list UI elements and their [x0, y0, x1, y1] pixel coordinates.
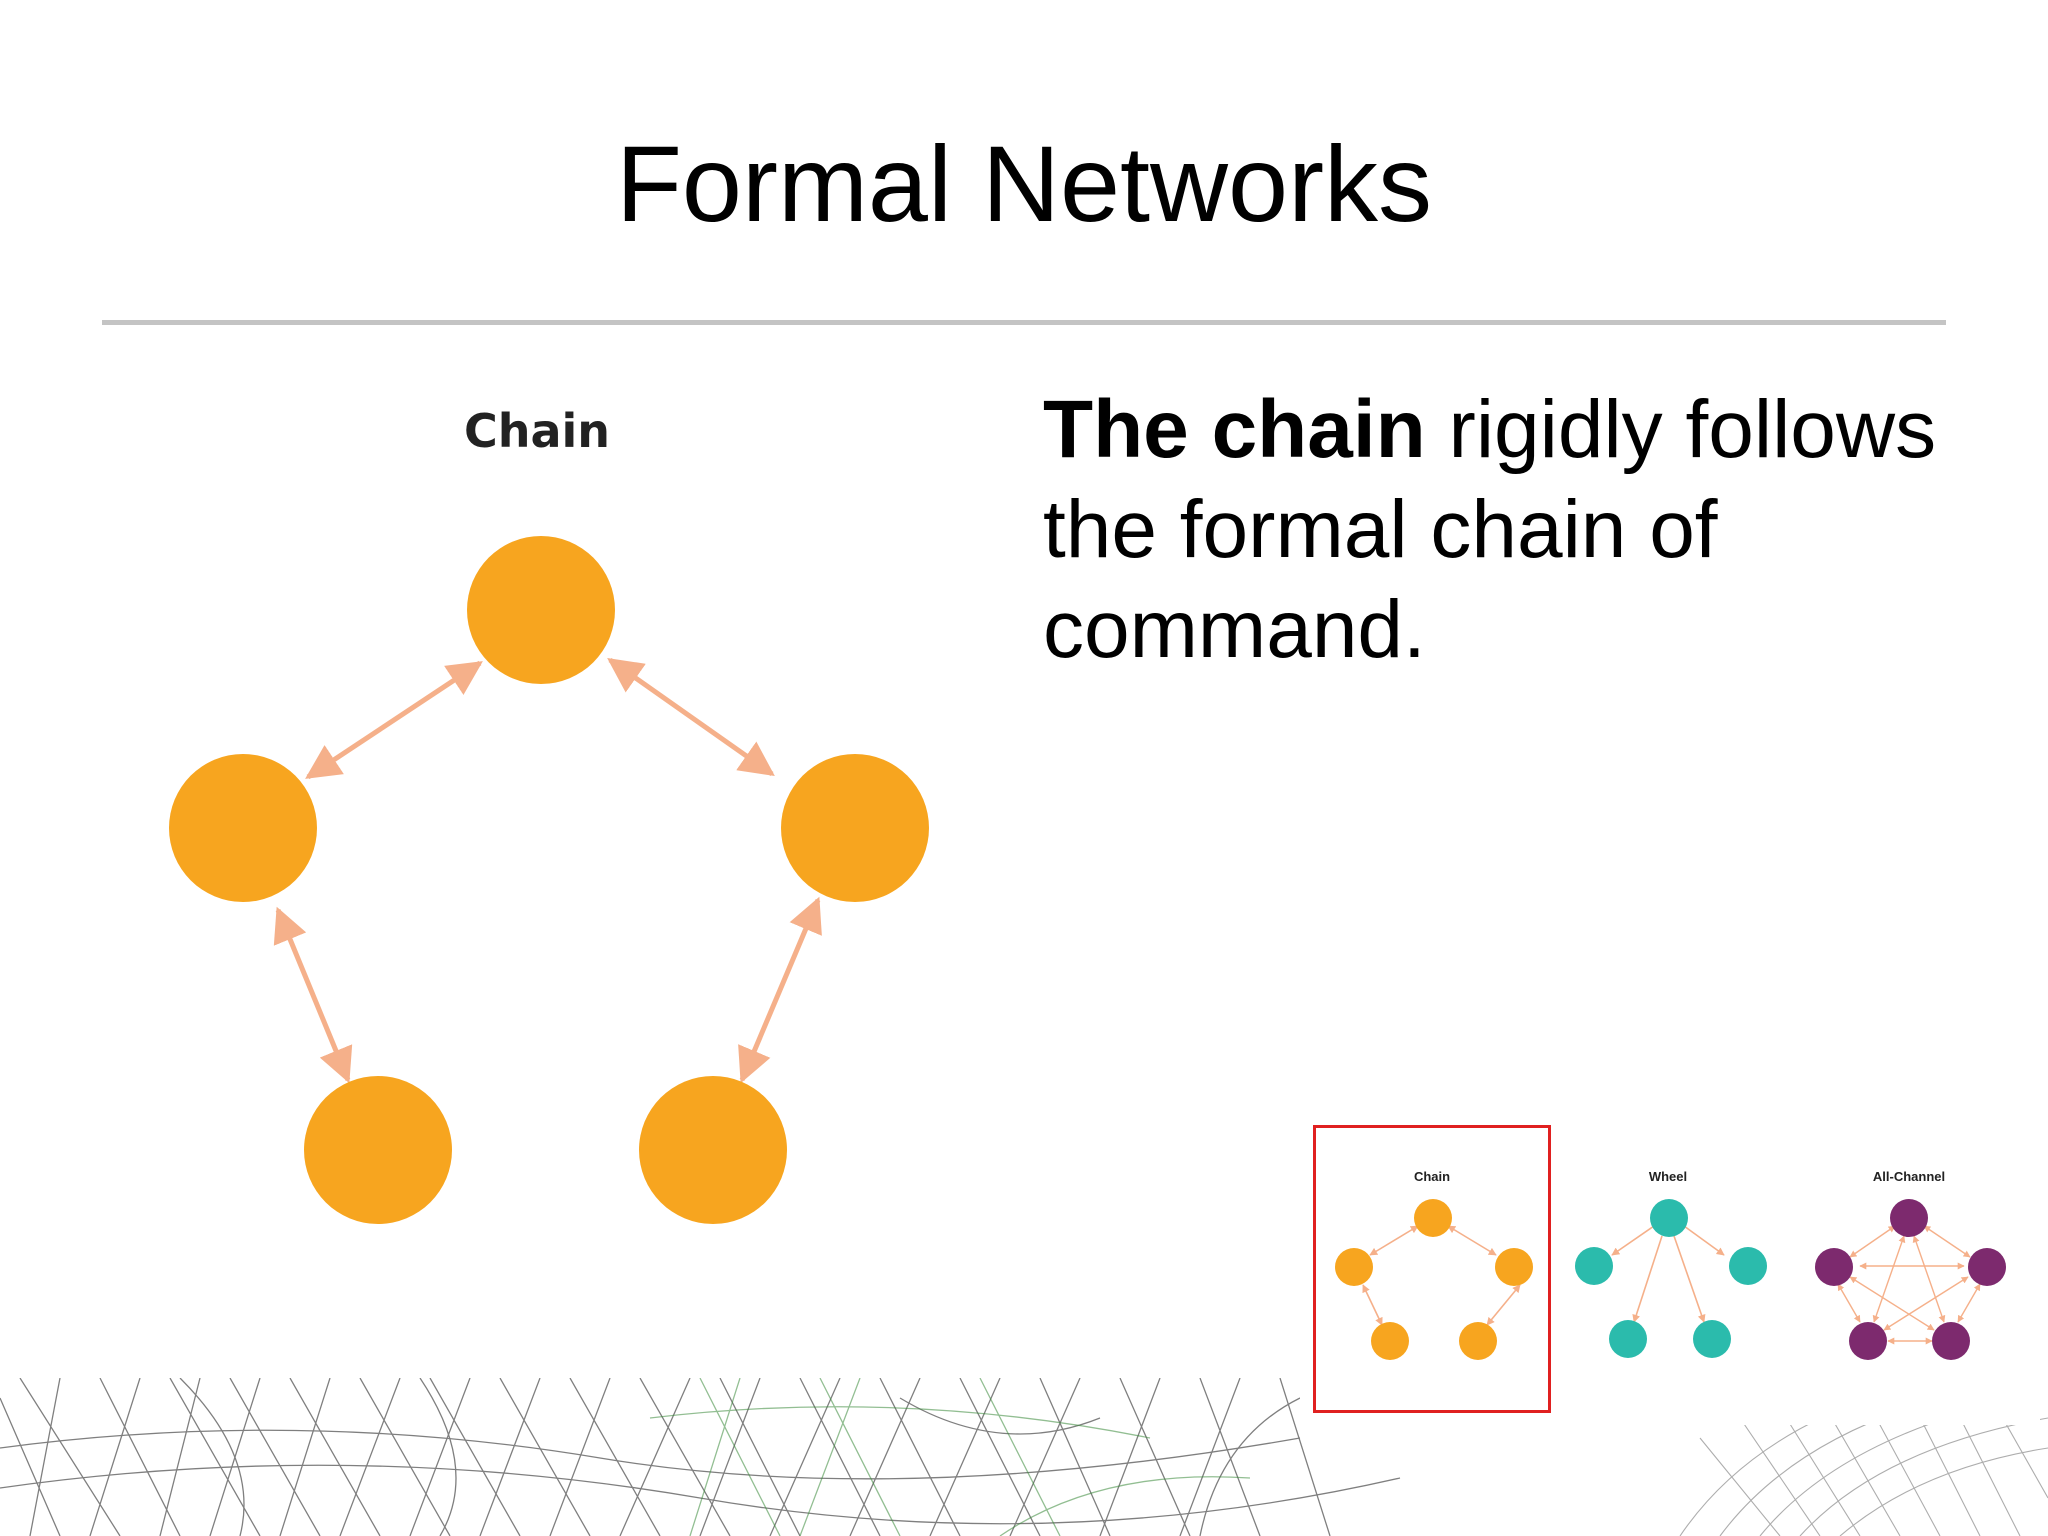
network-types-thumbnails: Chain Wheel All-Channel	[1300, 1115, 2040, 1425]
edge-top-right	[607, 657, 775, 777]
wire-mesh-decoration	[0, 1378, 2048, 1536]
thumbnail-wheel-label: Wheel	[1649, 1169, 1687, 1184]
node-right	[781, 754, 929, 902]
selected-thumbnail-highlight	[1313, 1125, 1551, 1413]
thumbnail-chain-label: Chain	[1414, 1169, 1450, 1184]
thumbnail-chain: Chain	[1335, 1169, 1533, 1360]
edge-top-left	[305, 660, 483, 780]
body-text-rest: rigidly follows the formal chain of comm…	[1043, 384, 1937, 675]
thumbnail-all-channel: All-Channel	[1815, 1169, 2006, 1360]
body-text: The chain rigidly follows the formal cha…	[1043, 380, 1943, 680]
edge-left-bottom	[273, 906, 353, 1084]
body-text-bold: The chain	[1043, 384, 1426, 475]
node-left	[169, 754, 317, 902]
node-bottom-right	[639, 1076, 787, 1224]
title-divider	[102, 320, 1946, 325]
thumbnail-wheel: Wheel	[1575, 1169, 1767, 1358]
chain-network-diagram: Chain	[169, 404, 929, 1224]
node-bottom-left	[304, 1076, 452, 1224]
chain-diagram-label: Chain	[464, 404, 610, 458]
node-top	[467, 536, 615, 684]
thumbnail-all-channel-label: All-Channel	[1873, 1169, 1945, 1184]
edge-right-bottom	[738, 896, 822, 1084]
slide-title: Formal Networks	[615, 123, 1433, 244]
